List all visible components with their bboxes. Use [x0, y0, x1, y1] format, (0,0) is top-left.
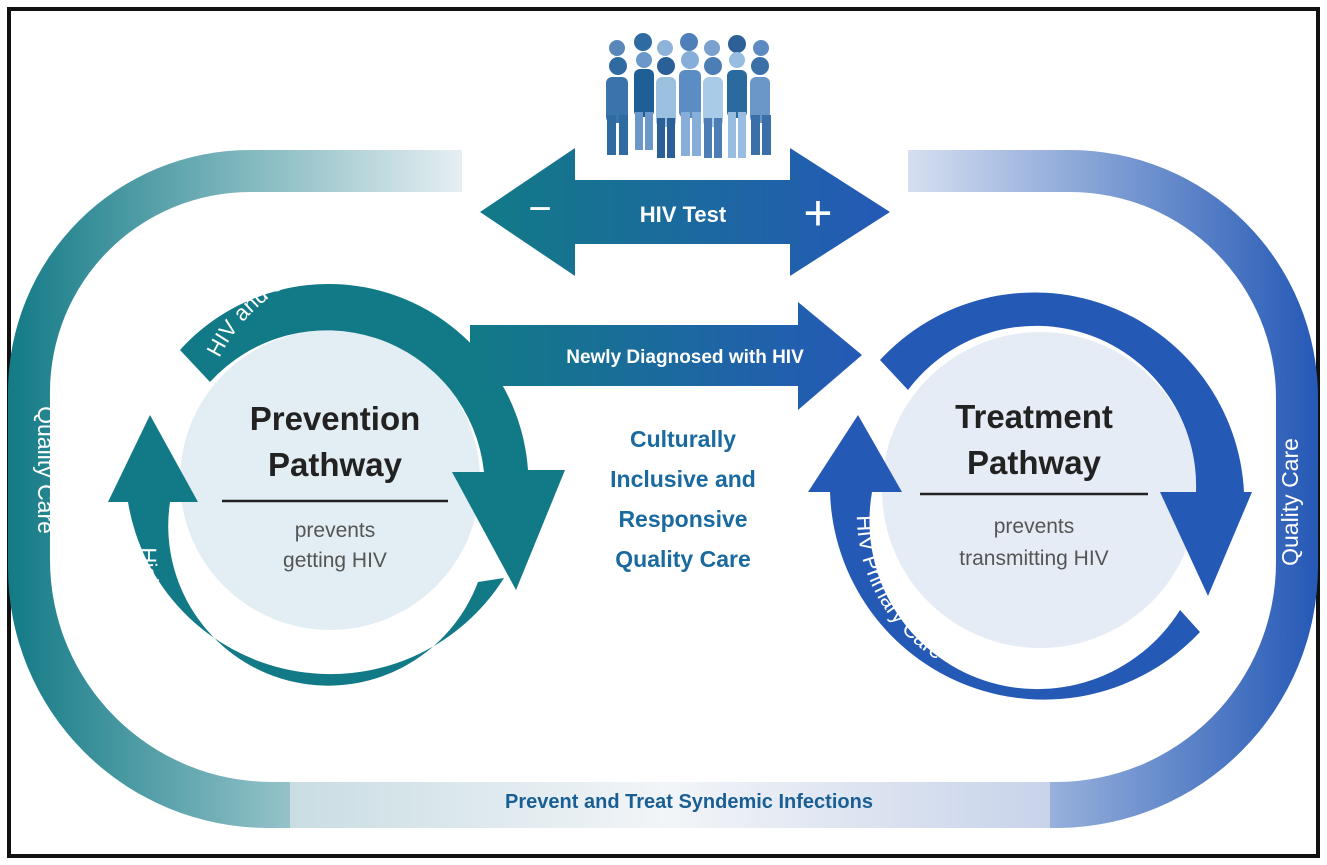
- prevention-circle: [180, 330, 480, 630]
- prevention-bottom-arc: [108, 415, 504, 686]
- center-line-2: Inclusive and: [610, 466, 756, 492]
- minus-sign: −: [528, 187, 551, 231]
- center-line-3: Responsive: [618, 506, 747, 532]
- treatment-circle: [882, 332, 1198, 648]
- prevention-top-arc: [180, 283, 565, 590]
- prevention-title-line-1: Prevention: [250, 400, 421, 437]
- people-group-icon: [606, 33, 771, 158]
- hiv-test-label: HIV Test: [640, 202, 727, 227]
- outer-bottom-label: Prevent and Treat Syndemic Infections: [505, 791, 873, 813]
- outer-right-label: Quality Care: [1277, 438, 1303, 566]
- treatment-sub-line-1: prevents: [994, 515, 1075, 538]
- treatment-top-arc: [880, 292, 1252, 596]
- treatment-title-line-2: Pathway: [967, 444, 1102, 481]
- prevention-title-line-2: Pathway: [268, 446, 403, 483]
- treatment-title-line-1: Treatment: [955, 398, 1113, 435]
- newly-diagnosed-arrow: [470, 302, 862, 410]
- prevention-sub-line-2: getting HIV: [283, 549, 387, 572]
- center-line-1: Culturally: [630, 426, 736, 452]
- outer-left-label: Quality Care: [33, 406, 59, 534]
- center-line-4: Quality Care: [615, 546, 751, 572]
- treatment-sub-line-2: transmitting HIV: [959, 547, 1108, 570]
- plus-sign: +: [803, 185, 832, 241]
- treatment-bottom-arc: [808, 415, 1200, 700]
- hiv-test-arrow: [480, 148, 890, 276]
- prevention-sub-line-1: prevents: [295, 519, 376, 542]
- newly-diagnosed-label: Newly Diagnosed with HIV: [566, 347, 804, 368]
- outer-band-bottom: [290, 782, 1050, 828]
